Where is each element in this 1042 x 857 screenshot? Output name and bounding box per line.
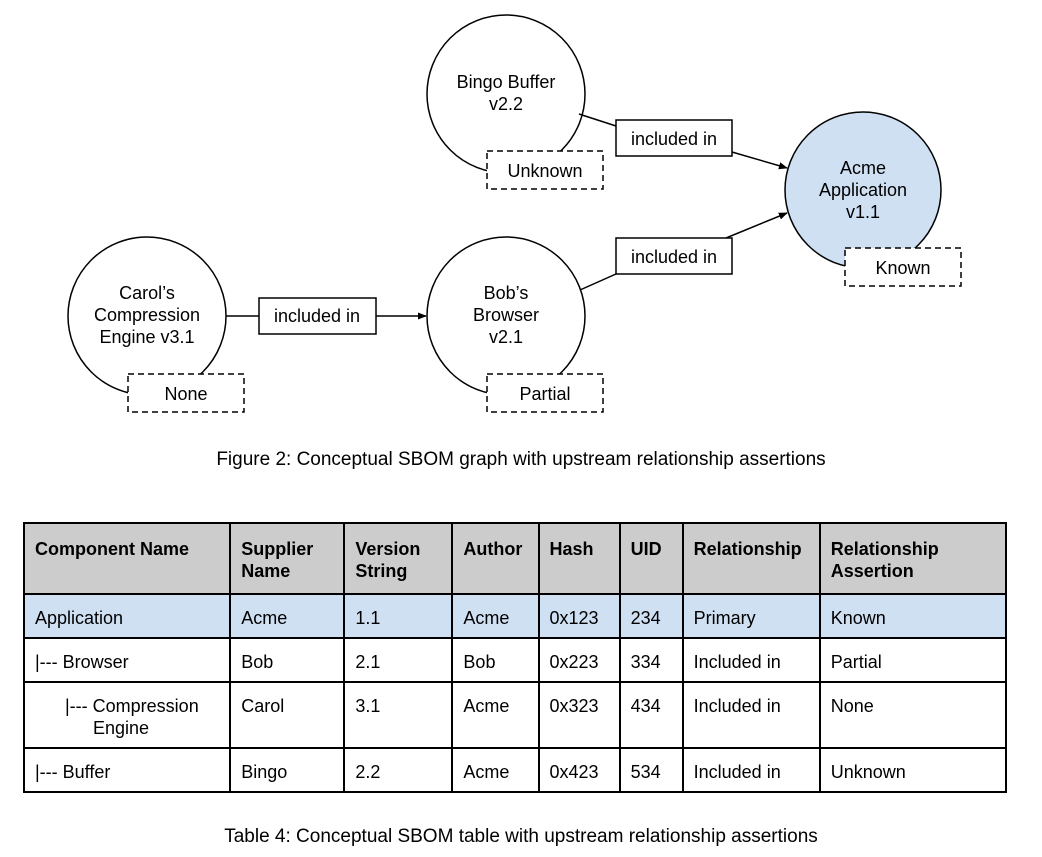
- node-label: Application: [819, 180, 907, 200]
- edge-bob-to-acme: included in: [579, 212, 788, 291]
- assertion-label: Unknown: [507, 161, 582, 181]
- edge-label-box: [615, 237, 733, 275]
- cell-author: Bob: [451, 637, 540, 683]
- header-component-name: Component Name: [22, 522, 232, 595]
- edge-label-box: [615, 119, 733, 157]
- edge-bingo-to-acme: included in: [578, 113, 788, 170]
- cell-supplier: Bob: [229, 637, 346, 683]
- header-hash: Hash: [537, 522, 621, 595]
- edge-label: included in: [631, 129, 717, 149]
- cell-component: |--- Buffer: [22, 747, 232, 793]
- cell-assertion: None: [818, 681, 1008, 749]
- node-label: Bob’s: [484, 283, 529, 303]
- cell-hash: 0x323: [537, 681, 621, 749]
- table-row: |--- Compression Engine Carol 3.1 Acme 0…: [22, 681, 1008, 749]
- cell-author: Acme: [451, 681, 540, 749]
- cell-hash: 0x223: [537, 637, 621, 683]
- node-label: Browser: [473, 305, 539, 325]
- assertion-box: [486, 373, 604, 413]
- node-label: Carol’s: [119, 283, 175, 303]
- cell-hash: 0x423: [537, 747, 621, 793]
- assertion-box: [844, 247, 962, 287]
- header-uid: UID: [618, 522, 684, 595]
- cell-uid: 234: [618, 593, 684, 639]
- node-bingo-buffer: Bingo Buffer v2.2 Unknown: [426, 14, 604, 190]
- cell-assertion: Unknown: [818, 747, 1008, 793]
- cell-supplier: Carol: [229, 681, 346, 749]
- node-label: v2.1: [489, 327, 523, 347]
- edge-line: [579, 273, 617, 291]
- header-relationship: Relationship: [681, 522, 821, 595]
- edge-label: included in: [274, 306, 360, 326]
- cell-author: Acme: [451, 593, 540, 639]
- node-acme-application: Acme Application v1.1 Known: [784, 111, 962, 287]
- table-header-row: Component Name Supplier Name Version Str…: [22, 522, 1008, 595]
- assertion-label: None: [164, 384, 207, 404]
- cell-assertion: Known: [818, 593, 1008, 639]
- edge-carol-to-bob: included in: [226, 297, 427, 335]
- cell-relationship: Included in: [681, 747, 821, 793]
- node-label: Compression: [94, 305, 200, 325]
- cell-version: 2.1: [343, 637, 454, 683]
- node-label: Bingo Buffer: [457, 72, 556, 92]
- table-row: |--- Buffer Bingo 2.2 Acme 0x423 534 Inc…: [22, 747, 1008, 793]
- edge-arrow: [725, 212, 788, 239]
- edge-line: [578, 113, 617, 127]
- assertion-label: Partial: [519, 384, 570, 404]
- sbom-table: Component Name Supplier Name Version Str…: [22, 522, 1008, 793]
- cell-version: 3.1: [343, 681, 454, 749]
- figure-caption: Figure 2: Conceptual SBOM graph with ups…: [216, 449, 826, 470]
- node-carol-compression-engine: Carol’s Compression Engine v3.1 None: [67, 236, 245, 413]
- cell-relationship: Included in: [681, 681, 821, 749]
- cell-supplier: Bingo: [229, 747, 346, 793]
- table-caption: Table 4: Conceptual SBOM table with upst…: [224, 826, 818, 847]
- cell-version: 1.1: [343, 593, 454, 639]
- edge-label-box: [258, 297, 377, 335]
- header-supplier-name: Supplier Name: [229, 522, 346, 595]
- node-label: v2.2: [489, 94, 523, 114]
- header-version-string: Version String: [343, 522, 454, 595]
- cell-author: Acme: [451, 747, 540, 793]
- node-label: Acme: [840, 158, 886, 178]
- assertion-box: [127, 373, 245, 413]
- header-author: Author: [451, 522, 540, 595]
- cell-component: |--- Browser: [22, 637, 232, 683]
- header-relationship-assertion: Relationship Assertion: [818, 522, 1008, 595]
- cell-hash: 0x123: [537, 593, 621, 639]
- node-label: Engine v3.1: [99, 327, 194, 347]
- sbom-graph-diagram: Bingo Buffer v2.2 Unknown Acme Applicati…: [67, 14, 962, 413]
- cell-relationship: Primary: [681, 593, 821, 639]
- node-bobs-browser: Bob’s Browser v2.1 Partial: [426, 236, 604, 413]
- cell-component: Application: [22, 593, 232, 639]
- cell-uid: 334: [618, 637, 684, 683]
- cell-assertion: Partial: [818, 637, 1008, 683]
- assertion-label: Known: [875, 258, 930, 278]
- cell-uid: 534: [618, 747, 684, 793]
- table-row: Application Acme 1.1 Acme 0x123 234 Prim…: [22, 593, 1008, 639]
- cell-uid: 434: [618, 681, 684, 749]
- cell-component: |--- Compression Engine: [22, 681, 232, 749]
- table-row: |--- Browser Bob 2.1 Bob 0x223 334 Inclu…: [22, 637, 1008, 683]
- assertion-box: [486, 150, 604, 190]
- cell-version: 2.2: [343, 747, 454, 793]
- edge-arrow: [731, 151, 788, 170]
- node-label: v1.1: [846, 202, 880, 222]
- cell-supplier: Acme: [229, 593, 346, 639]
- edge-label: included in: [631, 247, 717, 267]
- cell-relationship: Included in: [681, 637, 821, 683]
